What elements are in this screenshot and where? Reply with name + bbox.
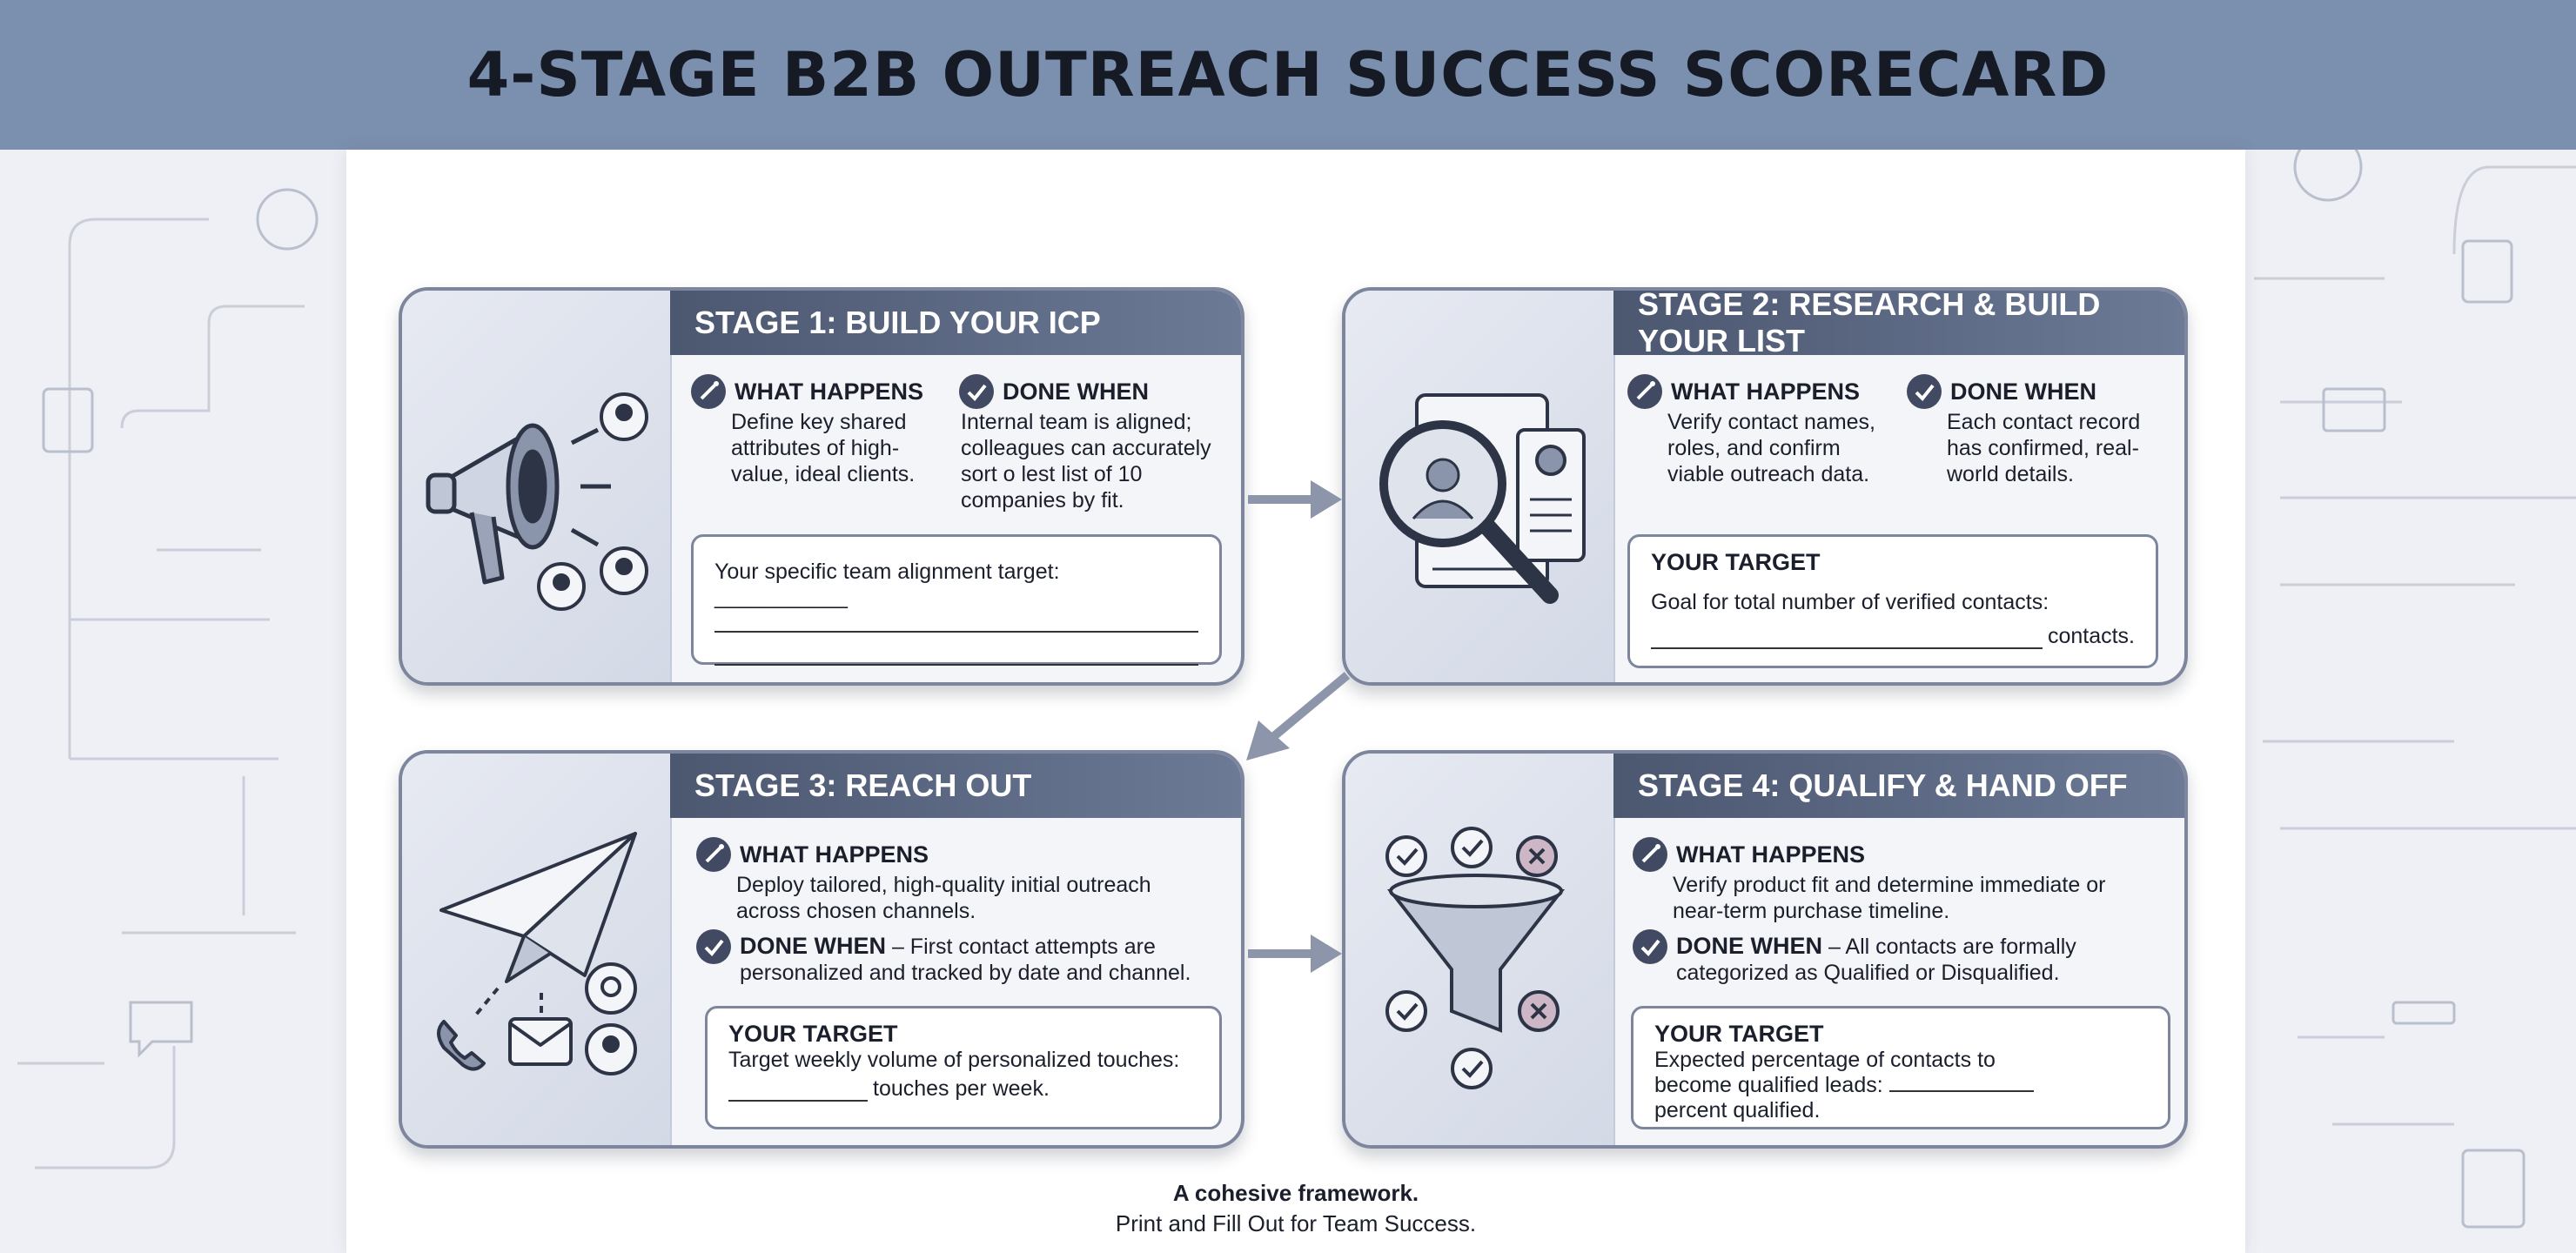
- what-happens-label: WHAT HAPPENS: [740, 841, 929, 868]
- arrow-stage3-to-stage4: [1248, 935, 1342, 973]
- stage-3-illustration: [402, 754, 672, 1145]
- target-text: Your specific team alignment target: ___…: [714, 559, 1060, 609]
- what-happens-label: WHAT HAPPENS: [1671, 379, 1861, 405]
- chart-circle-icon: [2293, 150, 2363, 202]
- fill-in-line[interactable]: [1888, 1090, 2034, 1092]
- fill-in-line[interactable]: [728, 1100, 868, 1102]
- done-when-label: DONE WHEN: [1950, 379, 2096, 405]
- check-icon: [1907, 374, 1942, 409]
- paper-plane-icon: [437, 832, 637, 1075]
- stage-1-done-when: DONE WHEN Internal team is aligned; coll…: [959, 374, 1229, 513]
- arrow-stage2-to-stage3: [1246, 672, 1351, 761]
- stage-2-illustration: [1345, 291, 1615, 682]
- target-suffix: contacts.: [2047, 624, 2135, 648]
- stage-1-card: STAGE 1: BUILD YOUR ICP WHAT HAPPENS Def…: [399, 287, 1244, 686]
- stage-1-what-happens: WHAT HAPPENS Define key shared attribute…: [691, 374, 952, 487]
- what-happens-text: Verify contact names, roles, and confirm…: [1667, 410, 1876, 486]
- footer-tagline: A cohesive framework. Print and Fill Out…: [346, 1180, 2245, 1237]
- stage-4-illustration: [1345, 754, 1615, 1145]
- done-when-label: DONE WHEN: [740, 933, 886, 959]
- title-bar: 4-STAGE B2B OUTREACH SUCCESS SCORECARD: [0, 0, 2576, 150]
- stage-2-card: STAGE 2: RESEARCH & BUILD YOUR LIST WHAT…: [1342, 287, 2188, 686]
- server-icon: [2392, 1001, 2456, 1025]
- clipboard-icon: [42, 387, 94, 453]
- user-circle-icon: [256, 188, 319, 251]
- funnel-icon: [1385, 827, 1566, 1089]
- stage-2-done-when: DONE WHEN Each contact record has confir…: [1907, 374, 2168, 487]
- fill-in-line[interactable]: [714, 664, 1198, 666]
- stage-4-card: STAGE 4: QUALIFY & HAND OFF WHAT HAPPENS…: [1342, 750, 2188, 1149]
- stage-4-target-box[interactable]: YOUR TARGET Expected percentage of conta…: [1631, 1006, 2170, 1129]
- done-when-text: Internal team is aligned; colleagues can…: [961, 410, 1211, 513]
- page-title: 4-STAGE B2B OUTREACH SUCCESS SCORECARD: [466, 39, 2110, 111]
- magnifying-glass-icon: [1379, 393, 1586, 604]
- your-target-label: YOUR TARGET: [1654, 1021, 1824, 1047]
- wand-icon: [1633, 837, 1667, 872]
- checklist-icon: [2461, 1149, 2526, 1229]
- stage-3-what-happens: WHAT HAPPENS Deploy tailored, high-quali…: [696, 837, 1218, 924]
- target-text: Target weekly volume of personalized tou…: [728, 1048, 1180, 1072]
- stage-2-what-happens: WHAT HAPPENS Verify contact names, roles…: [1627, 374, 1888, 487]
- decorative-flow-lines-left: [17, 188, 319, 1169]
- stage-3-done-when: DONE WHEN – First contact attempts are p…: [696, 929, 1218, 986]
- your-target-label: YOUR TARGET: [728, 1021, 898, 1047]
- check-icon: [959, 374, 994, 409]
- stage-3-card: STAGE 3: REACH OUT WHAT HAPPENS Deploy t…: [399, 750, 1244, 1149]
- stage-4-what-happens: WHAT HAPPENS Verify product fit and dete…: [1633, 837, 2155, 924]
- chat-icon: [129, 1001, 193, 1058]
- stage-3-heading: STAGE 3: REACH OUT: [670, 754, 1241, 818]
- wand-icon: [691, 374, 726, 409]
- stage-2-heading: STAGE 2: RESEARCH & BUILD YOUR LIST: [1613, 291, 2184, 358]
- done-when-text: – First contact attempts are personalize…: [740, 935, 1191, 985]
- target-text: Goal for total number of verified contac…: [1651, 590, 2049, 614]
- what-happens-text: Define key shared attributes of high-val…: [731, 410, 916, 486]
- arrow-stage1-to-stage2: [1248, 480, 1342, 519]
- decorative-flow-lines-right: [2254, 150, 2576, 1229]
- stage-3-target-box[interactable]: YOUR TARGET Target weekly volume of pers…: [705, 1006, 1222, 1129]
- stage-1-heading: STAGE 1: BUILD YOUR ICP: [670, 291, 1241, 355]
- target-suffix: percent qualified.: [1654, 1098, 1821, 1122]
- what-happens-label: WHAT HAPPENS: [1676, 841, 1866, 868]
- check-icon: [696, 929, 731, 964]
- fill-in-line[interactable]: [714, 631, 1198, 633]
- your-target-label: YOUR TARGET: [1651, 549, 1821, 575]
- mail-icon: [2322, 387, 2386, 432]
- done-when-text: – All contacts are formally categorized …: [1676, 935, 2076, 985]
- footer-line-1: A cohesive framework.: [1172, 1180, 1419, 1206]
- target-suffix: touches per week.: [873, 1076, 1050, 1101]
- check-icon: [1633, 929, 1667, 964]
- done-when-text: Each contact record has confirmed, real-…: [1947, 410, 2141, 486]
- done-when-label: DONE WHEN: [1003, 379, 1149, 405]
- document-icon: [2461, 239, 2513, 304]
- done-when-label: DONE WHEN: [1676, 933, 1822, 959]
- what-happens-text: Deploy tailored, high-quality initial ou…: [736, 873, 1151, 923]
- what-happens-label: WHAT HAPPENS: [735, 379, 924, 405]
- fill-in-line[interactable]: [1651, 647, 2043, 649]
- megaphone-icon: [426, 392, 648, 611]
- wand-icon: [1627, 374, 1662, 409]
- stage-4-heading: STAGE 4: QUALIFY & HAND OFF: [1613, 754, 2184, 818]
- what-happens-text: Verify product fit and determine immedia…: [1673, 873, 2106, 923]
- stage-1-illustration: [402, 291, 672, 682]
- footer-line-2: Print and Fill Out for Team Success.: [1115, 1210, 1477, 1236]
- stage-4-done-when: DONE WHEN – All contacts are formally ca…: [1633, 929, 2155, 986]
- stage-2-target-box[interactable]: YOUR TARGET Goal for total number of ver…: [1627, 534, 2158, 668]
- stage-1-target-box[interactable]: Your specific team alignment target: ___…: [691, 534, 1222, 666]
- wand-icon: [696, 837, 731, 872]
- target-text: Expected percentage of contacts to becom…: [1654, 1048, 1996, 1097]
